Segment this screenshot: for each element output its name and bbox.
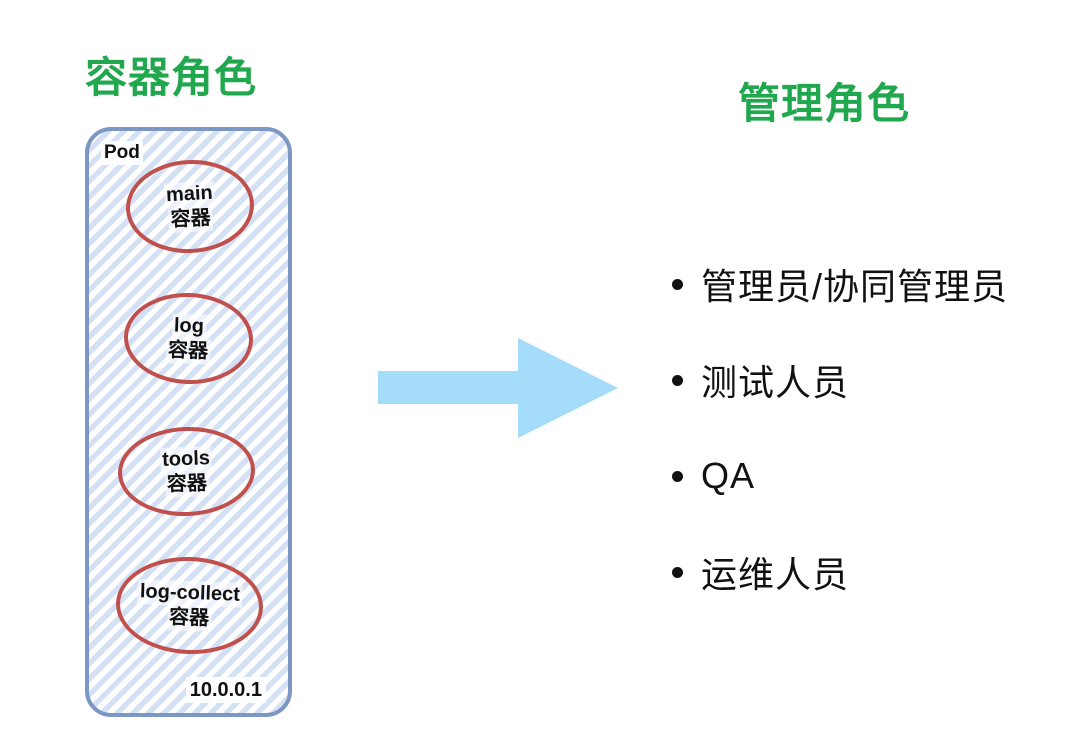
bullet-dot-icon — [672, 470, 683, 482]
pod-ip-address: 10.0.0.1 — [185, 677, 266, 703]
bullet-dot-icon — [672, 566, 683, 578]
container-name: log — [171, 312, 207, 340]
role-label: 测试人员 — [701, 362, 850, 403]
management-roles-list: 管理员/协同管理员 测试人员 QA 运维人员 — [672, 262, 1008, 646]
management-roles-title: 管理角色 — [738, 80, 911, 127]
role-label: 管理员/协同管理员 — [701, 266, 1009, 307]
container-type: 容器 — [166, 604, 212, 632]
list-item: 管理员/协同管理员 — [672, 262, 1008, 307]
pod-label: Pod — [101, 141, 143, 165]
bullet-dot-icon — [672, 278, 683, 290]
list-item: 测试人员 — [672, 358, 1008, 403]
container-type: 容器 — [168, 205, 214, 233]
list-item: QA — [672, 454, 1008, 498]
container-name: log-collect — [137, 578, 243, 608]
container-name: tools — [159, 445, 213, 473]
pod-box: Pod main 容器 log 容器 tools 容器 log-collect … — [85, 127, 292, 717]
container-roles-title: 容器角色 — [85, 54, 258, 101]
list-item: 运维人员 — [672, 550, 1008, 595]
container-name: main — [163, 180, 216, 208]
container-type: 容器 — [165, 337, 211, 365]
right-arrow-icon — [378, 371, 519, 404]
container-type: 容器 — [164, 470, 210, 498]
container-ellipse-log: log 容器 — [122, 290, 255, 387]
container-ellipse-tools: tools 容器 — [116, 424, 257, 519]
container-ellipse-log-collect: log-collect 容器 — [114, 554, 265, 657]
role-label: QA — [701, 455, 756, 496]
container-ellipse-main: main 容器 — [123, 156, 257, 257]
bullet-dot-icon — [672, 374, 683, 386]
role-label: 运维人员 — [701, 554, 850, 595]
right-arrow-head-icon — [518, 338, 618, 438]
